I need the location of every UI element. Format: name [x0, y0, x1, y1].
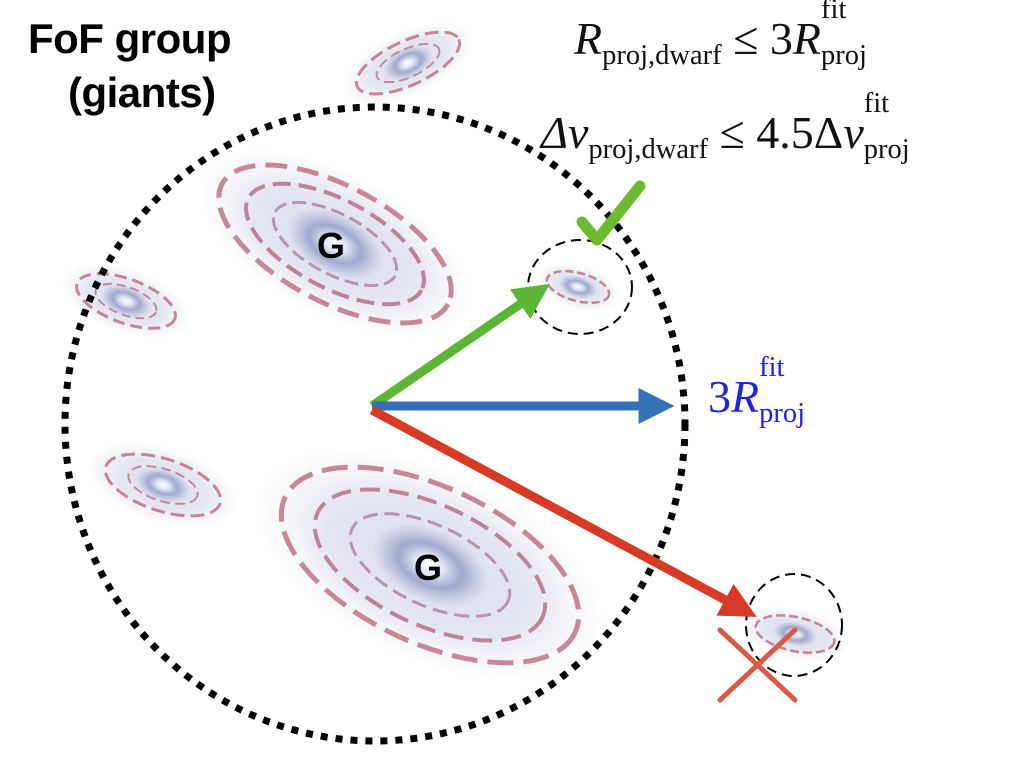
accepted-arrow	[369, 283, 550, 410]
rejected-arrow	[369, 406, 757, 617]
galaxy-icon	[535, 262, 621, 312]
galaxy-icon	[198, 149, 472, 339]
velocity-op: ≤ 4.5Δ	[719, 107, 844, 158]
velocity-rhs-sup: fit	[863, 88, 890, 120]
radius-rhs: R	[792, 13, 822, 64]
checkmark-icon	[576, 180, 646, 246]
radius-label-sup: fit	[759, 352, 785, 384]
radius-label-var: R	[731, 371, 760, 422]
galaxy-icon	[61, 262, 191, 340]
radius-label-coef: 3	[708, 371, 731, 422]
radius-op: ≤ 3	[733, 13, 793, 64]
galaxy-icon	[341, 20, 475, 106]
radius-sub: proj,dwarf	[602, 40, 722, 72]
galaxy-icon	[254, 447, 606, 683]
fof-group-circle	[61, 103, 689, 745]
radius-var: R	[574, 13, 603, 64]
velocity-sub: proj,dwarf	[588, 134, 708, 166]
radius-label-sub: proj	[759, 398, 806, 430]
velocity-rhs: v	[843, 107, 864, 158]
giant-marker: G	[317, 225, 345, 266]
galaxy-icon	[87, 441, 239, 529]
velocity-rhs-sub: proj	[863, 134, 910, 166]
accepted-dwarf-circle	[527, 239, 633, 335]
radius-rhs-sup: fit	[821, 0, 847, 26]
title-line-1: FoF group	[28, 15, 232, 62]
cross-icon	[717, 627, 798, 703]
title-line-2: (giants)	[68, 69, 216, 116]
giant-marker: G	[414, 547, 442, 588]
velocity-var: Δv	[541, 107, 589, 158]
radius-rhs-sub: proj	[821, 40, 867, 72]
rejected-dwarf-circle	[745, 573, 843, 677]
group-title: FoF group (giants)	[28, 12, 232, 120]
